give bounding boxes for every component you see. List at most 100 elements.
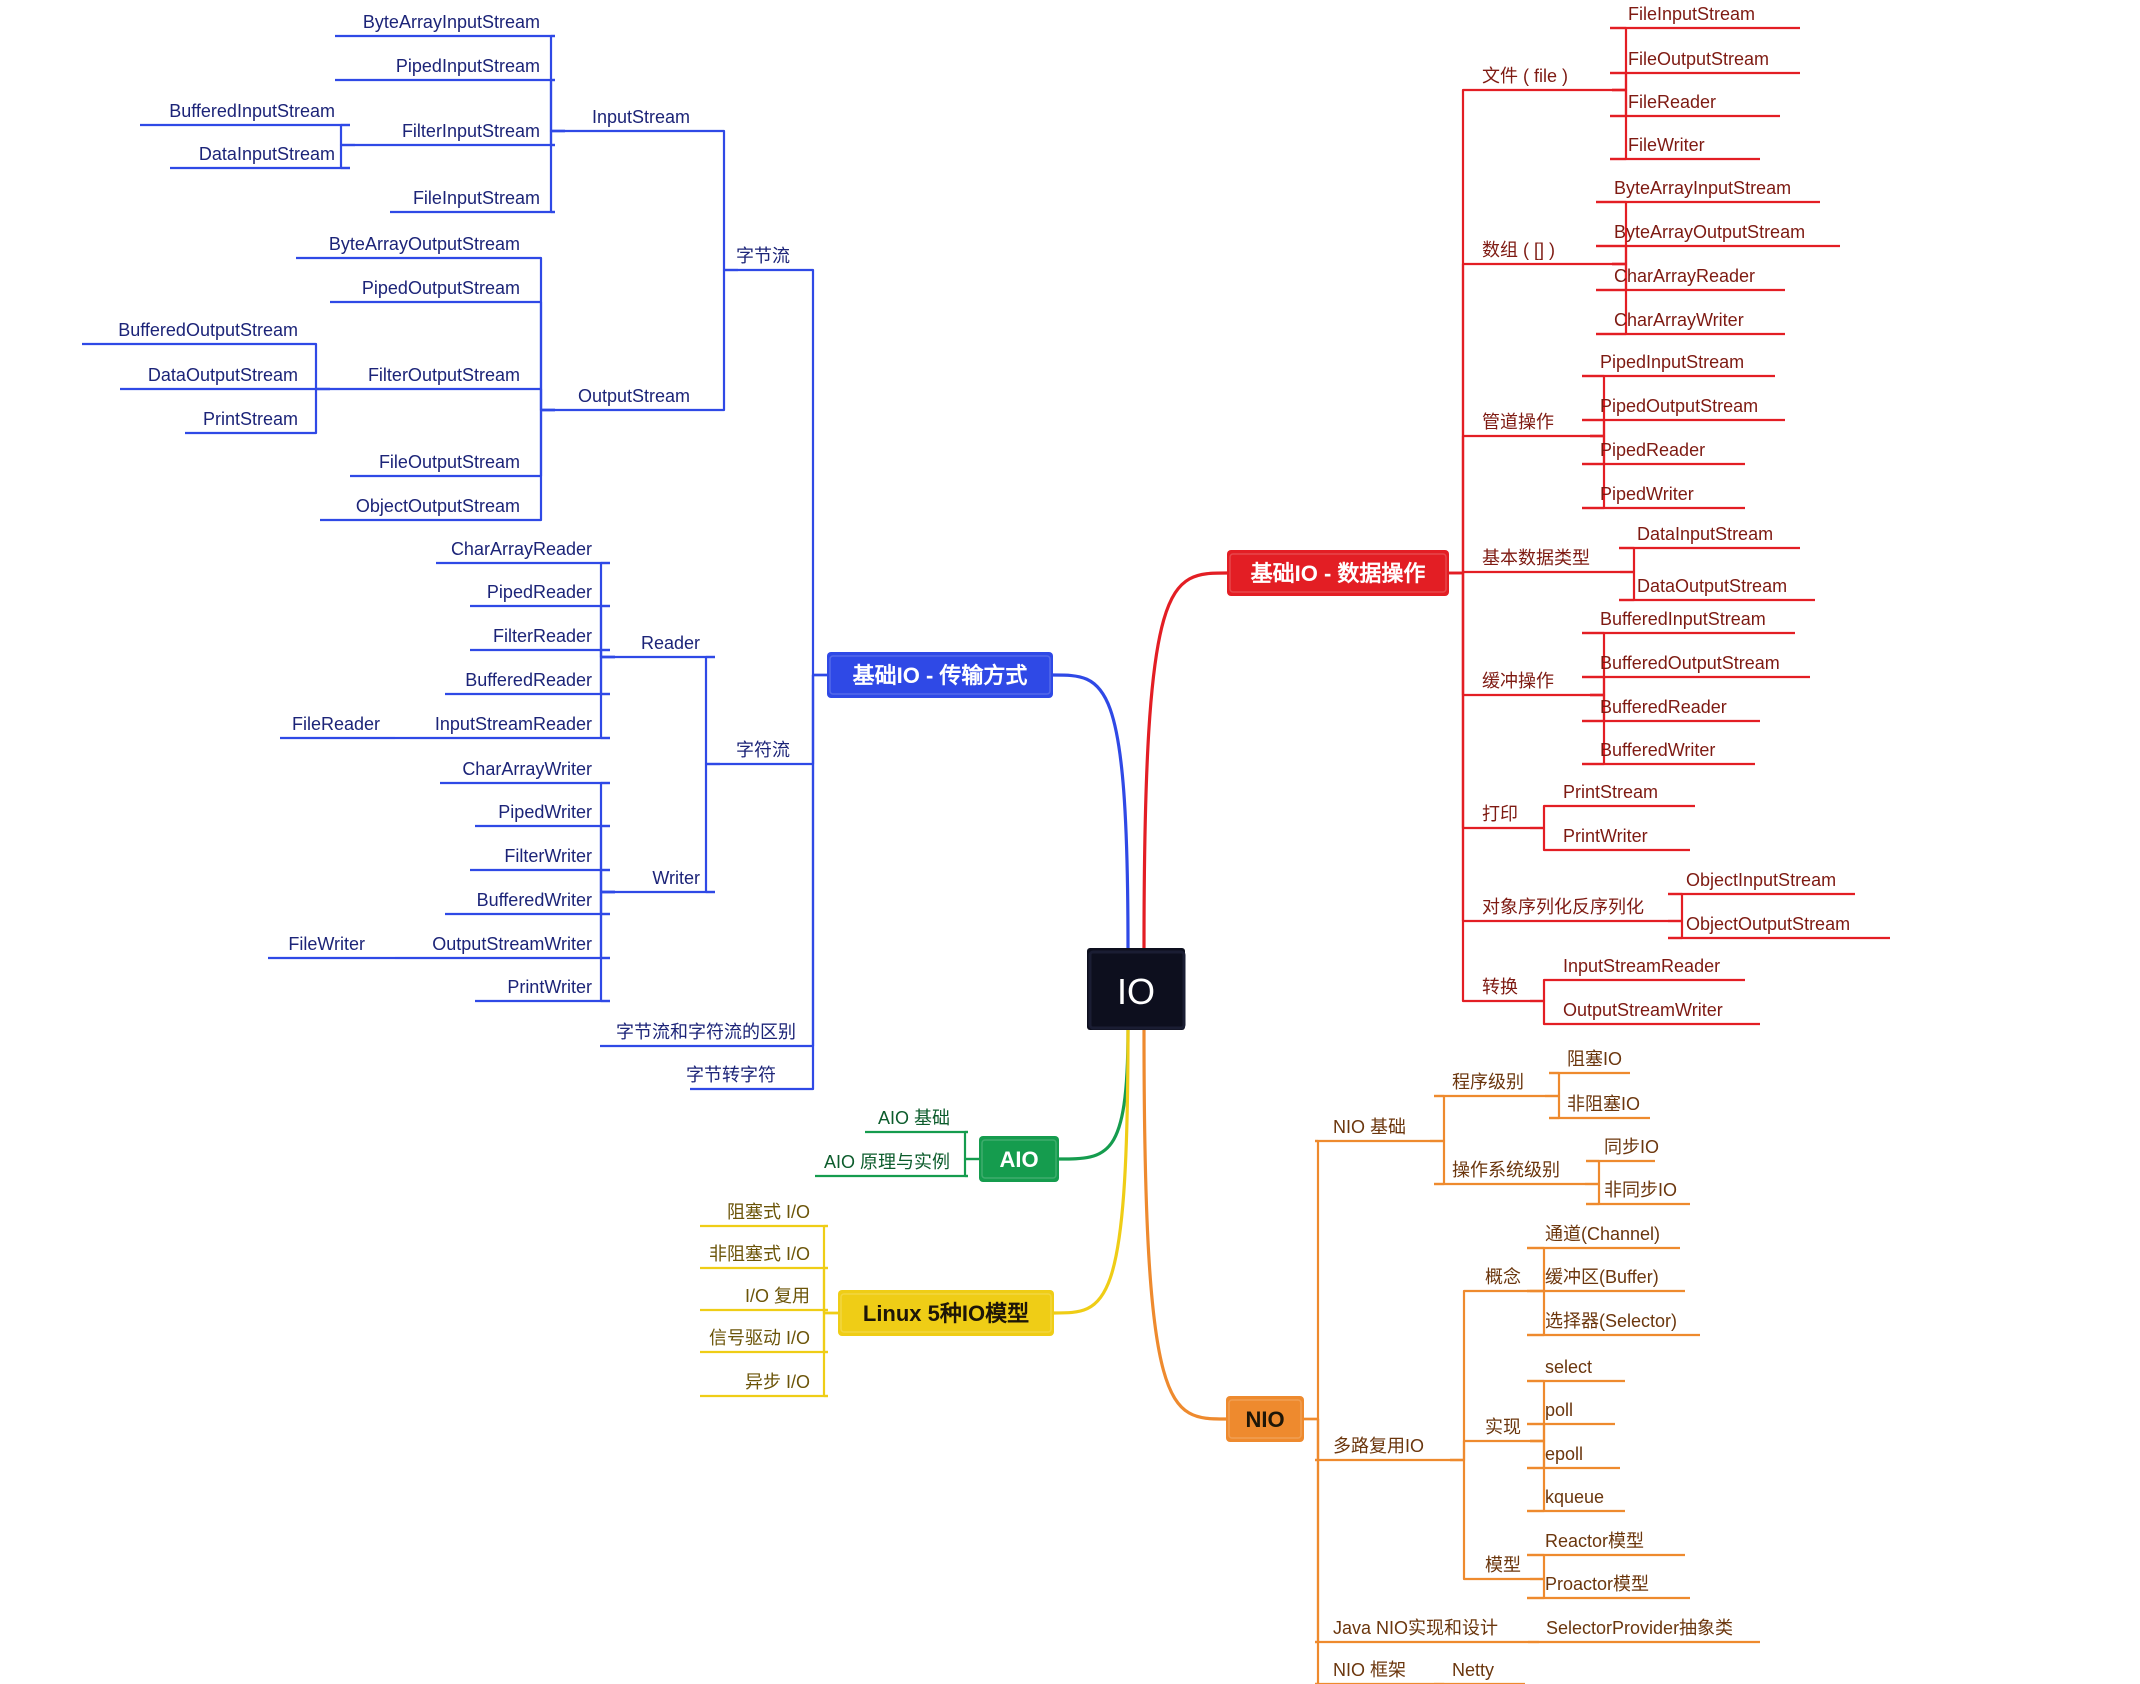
node-label-缓冲区-buffer[interactable]: 缓冲区(Buffer) [1545,1267,1659,1287]
node-label-filterreader[interactable]: FilterReader [493,626,592,646]
node-label-fileoutputstream[interactable]: FileOutputStream [1628,49,1769,69]
branch-node-green[interactable]: AIO [979,1136,1059,1182]
node-label-filterinputstream[interactable]: FilterInputStream [402,121,540,141]
node-label-概念[interactable]: 概念 [1485,1266,1521,1287]
node-label-pipedwriter[interactable]: PipedWriter [498,802,592,822]
branch-node-yellow[interactable]: Linux 5种IO模型 [838,1290,1054,1336]
node-label-同步io[interactable]: 同步IO [1604,1137,1659,1157]
node-label-通道-channel[interactable]: 通道(Channel) [1545,1224,1660,1244]
node-label-程序级别[interactable]: 程序级别 [1452,1072,1524,1092]
node-label-filewriter[interactable]: FileWriter [1628,135,1705,155]
node-label-epoll[interactable]: epoll [1545,1444,1583,1464]
node-label-pipedoutputstream[interactable]: PipedOutputStream [1600,396,1758,416]
node-label-i-o-复用[interactable]: I/O 复用 [745,1286,810,1306]
node-label-对象序列化反序列化[interactable]: 对象序列化反序列化 [1482,897,1644,917]
node-label-非同步io[interactable]: 非同步IO [1604,1180,1677,1200]
node-label-objectinputstream[interactable]: ObjectInputStream [1686,870,1836,890]
branch-node-orange[interactable]: NIO [1226,1396,1304,1442]
node-label-字节流和字符流的区别[interactable]: 字节流和字符流的区别 [616,1022,796,1042]
node-label-chararrayreader[interactable]: CharArrayReader [451,539,592,559]
node-label-objectoutputstream[interactable]: ObjectOutputStream [356,496,520,516]
node-label-管道操作[interactable]: 管道操作 [1482,412,1554,432]
node-label-bufferedwriter[interactable]: BufferedWriter [1600,740,1715,760]
node-label-objectoutputstream[interactable]: ObjectOutputStream [1686,914,1850,934]
node-label-poll[interactable]: poll [1545,1400,1573,1420]
node-label-datainputstream[interactable]: DataInputStream [199,144,335,164]
node-label-chararraywriter[interactable]: CharArrayWriter [1614,310,1744,330]
node-label-outputstreamwriter[interactable]: OutputStreamWriter [432,934,592,954]
node-label-阻塞式-i-o[interactable]: 阻塞式 I/O [727,1202,810,1222]
node-label-基本数据类型[interactable]: 基本数据类型 [1482,548,1590,568]
node-label-打印[interactable]: 打印 [1482,804,1518,824]
node-label-kqueue[interactable]: kqueue [1545,1487,1604,1507]
node-label-fileinputstream[interactable]: FileInputStream [1628,4,1755,24]
node-label-阻塞io[interactable]: 阻塞IO [1567,1049,1622,1069]
node-label-bufferedoutputstream[interactable]: BufferedOutputStream [118,320,298,340]
node-label-proactor模型[interactable]: Proactor模型 [1545,1574,1649,1594]
node-label-printstream[interactable]: PrintStream [1563,782,1658,802]
branch-node-red[interactable]: 基础IO - 数据操作 [1227,550,1449,596]
node-label-缓冲操作[interactable]: 缓冲操作 [1482,671,1554,691]
node-label-filteroutputstream[interactable]: FilterOutputStream [368,365,520,385]
node-label-bufferedwriter[interactable]: BufferedWriter [477,890,592,910]
node-label-bufferedreader[interactable]: BufferedReader [465,670,592,690]
node-label-outputstreamwriter[interactable]: OutputStreamWriter [1563,1000,1723,1020]
node-label-aio-基础[interactable]: AIO 基础 [878,1108,950,1128]
node-label-filterwriter[interactable]: FilterWriter [504,846,592,866]
node-label-实现[interactable]: 实现 [1485,1417,1521,1437]
node-label-fileoutputstream[interactable]: FileOutputStream [379,452,520,472]
node-label-多路复用io[interactable]: 多路复用IO [1333,1436,1424,1456]
node-label-inputstream[interactable]: InputStream [592,107,690,127]
node-label-非阻塞io[interactable]: 非阻塞IO [1567,1094,1640,1114]
node-label-模型[interactable]: 模型 [1485,1555,1521,1575]
node-label-java-nio实现和设计[interactable]: Java NIO实现和设计 [1333,1618,1498,1638]
node-label-inputstreamreader[interactable]: InputStreamReader [1563,956,1720,976]
node-label-inputstreamreader[interactable]: InputStreamReader [435,714,592,734]
node-label-选择器-selector[interactable]: 选择器(Selector) [1545,1311,1677,1331]
node-label-bufferedreader[interactable]: BufferedReader [1600,697,1727,717]
node-label-pipedinputstream[interactable]: PipedInputStream [1600,352,1744,372]
node-label-字节流[interactable]: 字节流 [736,246,790,266]
node-label-selectorprovider抽象类[interactable]: SelectorProvider抽象类 [1546,1618,1733,1638]
node-label-reader[interactable]: Reader [641,633,700,653]
node-label-非阻塞式-i-o[interactable]: 非阻塞式 I/O [709,1244,810,1264]
node-label-pipedinputstream[interactable]: PipedInputStream [396,56,540,76]
node-label-filewriter[interactable]: FileWriter [288,934,365,954]
node-label-pipedwriter[interactable]: PipedWriter [1600,484,1694,504]
node-label-字节转字符[interactable]: 字节转字符 [686,1065,776,1085]
node-label-printwriter[interactable]: PrintWriter [1563,826,1648,846]
node-label-bytearrayoutputstream[interactable]: ByteArrayOutputStream [329,234,520,254]
branch-node-blue[interactable]: 基础IO - 传输方式 [827,652,1053,698]
node-label-异步-i-o[interactable]: 异步 I/O [745,1372,810,1392]
node-label-netty[interactable]: Netty [1452,1660,1494,1680]
node-label-转换[interactable]: 转换 [1482,977,1518,997]
node-label-pipedreader[interactable]: PipedReader [1600,440,1705,460]
node-label-数组[interactable]: 数组 ( [] ) [1482,240,1555,260]
node-label-printstream[interactable]: PrintStream [203,409,298,429]
node-label-filereader[interactable]: FileReader [1628,92,1716,112]
node-label-nio-框架[interactable]: NIO 框架 [1333,1660,1406,1680]
node-label-bytearrayinputstream[interactable]: ByteArrayInputStream [1614,178,1791,198]
node-label-bytearrayoutputstream[interactable]: ByteArrayOutputStream [1614,222,1805,242]
node-label-select[interactable]: select [1545,1357,1592,1377]
node-label-信号驱动-i-o[interactable]: 信号驱动 I/O [709,1328,810,1348]
node-label-reactor模型[interactable]: Reactor模型 [1545,1531,1644,1551]
node-label-pipedreader[interactable]: PipedReader [487,582,592,602]
node-label-datainputstream[interactable]: DataInputStream [1637,524,1773,544]
node-label-filereader[interactable]: FileReader [292,714,380,734]
node-label-chararrayreader[interactable]: CharArrayReader [1614,266,1755,286]
node-label-bufferedoutputstream[interactable]: BufferedOutputStream [1600,653,1780,673]
node-label-pipedoutputstream[interactable]: PipedOutputStream [362,278,520,298]
node-label-bufferedinputstream[interactable]: BufferedInputStream [1600,609,1766,629]
node-label-bufferedinputstream[interactable]: BufferedInputStream [169,101,335,121]
node-label-nio-基础[interactable]: NIO 基础 [1333,1117,1406,1137]
node-label-chararraywriter[interactable]: CharArrayWriter [462,759,592,779]
node-label-字符流[interactable]: 字符流 [736,740,790,760]
node-label-outputstream[interactable]: OutputStream [578,386,690,406]
node-label-dataoutputstream[interactable]: DataOutputStream [148,365,298,385]
node-label-操作系统级别[interactable]: 操作系统级别 [1452,1160,1560,1180]
node-label-printwriter[interactable]: PrintWriter [507,977,592,997]
root-node[interactable]: IO [1087,948,1186,1030]
node-label-文件-file[interactable]: 文件 ( file ) [1482,66,1568,86]
node-label-aio-原理与实例[interactable]: AIO 原理与实例 [824,1152,950,1172]
